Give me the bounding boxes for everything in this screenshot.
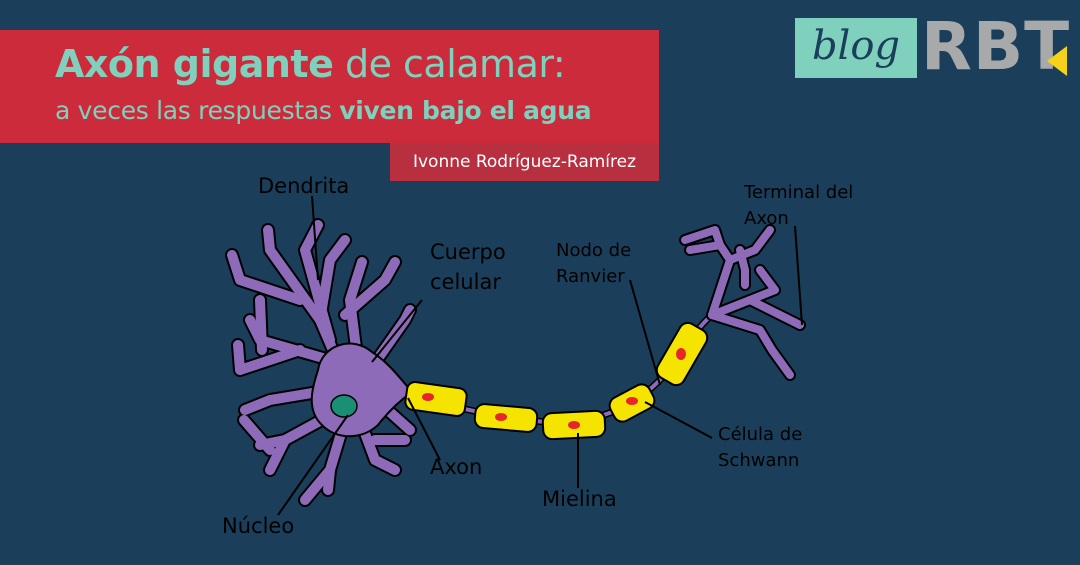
title-bold: Axón gigante <box>55 42 334 86</box>
label-terminal-line2: Axon <box>744 208 789 229</box>
leader-lines <box>277 195 803 516</box>
logo-blog-text: blog <box>811 23 901 69</box>
label-dendrita: Dendrita <box>258 174 349 198</box>
label-schwann-line1: Célula de <box>718 424 802 445</box>
label-nodo-line2: Ranvier <box>556 266 625 287</box>
label-axon: Axon <box>430 455 482 479</box>
label-nodo-line1: Nodo de <box>556 240 631 261</box>
label-cuerpo-line1: Cuerpo <box>430 240 506 264</box>
logo-rbt-text: RBT <box>921 8 1071 85</box>
title-rest: de calamar: <box>333 42 566 86</box>
myelin-segments <box>404 321 709 441</box>
logo-blog-box: blog <box>795 18 917 78</box>
author-name: Ivonne Rodríguez-Ramírez <box>412 152 637 172</box>
label-schwann-line2: Schwann <box>718 450 799 471</box>
logo-arrow-icon <box>1047 46 1067 76</box>
blog-rbt-logo[interactable]: blog RBT <box>795 12 1070 82</box>
label-mielina: Mielina <box>542 487 617 511</box>
subtitle-bold: viven bajo el agua <box>339 96 592 125</box>
schwann-cell-1 <box>404 380 468 418</box>
page-title: Axón gigante de calamar: <box>55 40 566 88</box>
label-cuerpo-line2: celular <box>430 270 501 294</box>
author-badge: Ivonne Rodríguez-Ramírez <box>390 143 659 181</box>
subtitle-plain: a veces las respuestas <box>55 96 340 125</box>
axon-terminal-fill <box>681 226 804 379</box>
label-nucleo: Núcleo <box>222 514 294 538</box>
schwann-nuclei <box>422 348 686 429</box>
label-terminal-line1: Terminal del <box>743 182 853 203</box>
dendrites-fill <box>227 220 415 505</box>
nucleus-shape <box>330 394 358 418</box>
title-banner <box>0 30 659 143</box>
page-subtitle: a veces las respuestas viven bajo el agu… <box>55 94 592 128</box>
